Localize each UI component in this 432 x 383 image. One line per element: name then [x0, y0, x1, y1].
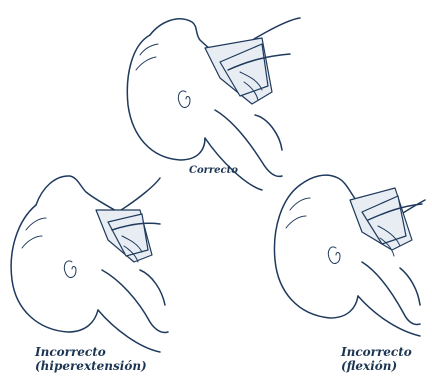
caption-hyperextension: Incorrecto (hiperextensión) — [35, 346, 147, 374]
hyper-ear — [64, 261, 76, 278]
caption-flexion: Incorrecto (flexión) — [341, 346, 412, 374]
correct-hair — [136, 44, 158, 70]
flexion-hair — [286, 198, 310, 228]
caption-hyperextension-title: Incorrecto — [35, 346, 147, 360]
flexion-ear — [328, 247, 340, 264]
caption-flexion-title: Incorrecto — [341, 346, 412, 360]
correct-head-outline — [127, 35, 205, 160]
hyper-head-outline — [11, 205, 98, 332]
hyper-hair — [22, 218, 46, 248]
infant-flexion-position — [274, 175, 425, 336]
flexion-arm — [362, 262, 420, 325]
caption-correct: Correcto — [189, 165, 238, 177]
flexion-head-outline — [274, 185, 358, 318]
hyper-body — [98, 178, 165, 352]
infant-hyperextension-position — [11, 176, 168, 352]
correct-ear — [178, 91, 190, 108]
caption-correct-text: Correcto — [189, 165, 238, 176]
hyper-face-profile — [36, 176, 118, 212]
caption-hyperextension-detail: (hiperextensión) — [35, 360, 147, 374]
caption-flexion-detail: (flexión) — [341, 360, 412, 374]
hyper-arm — [102, 270, 168, 333]
